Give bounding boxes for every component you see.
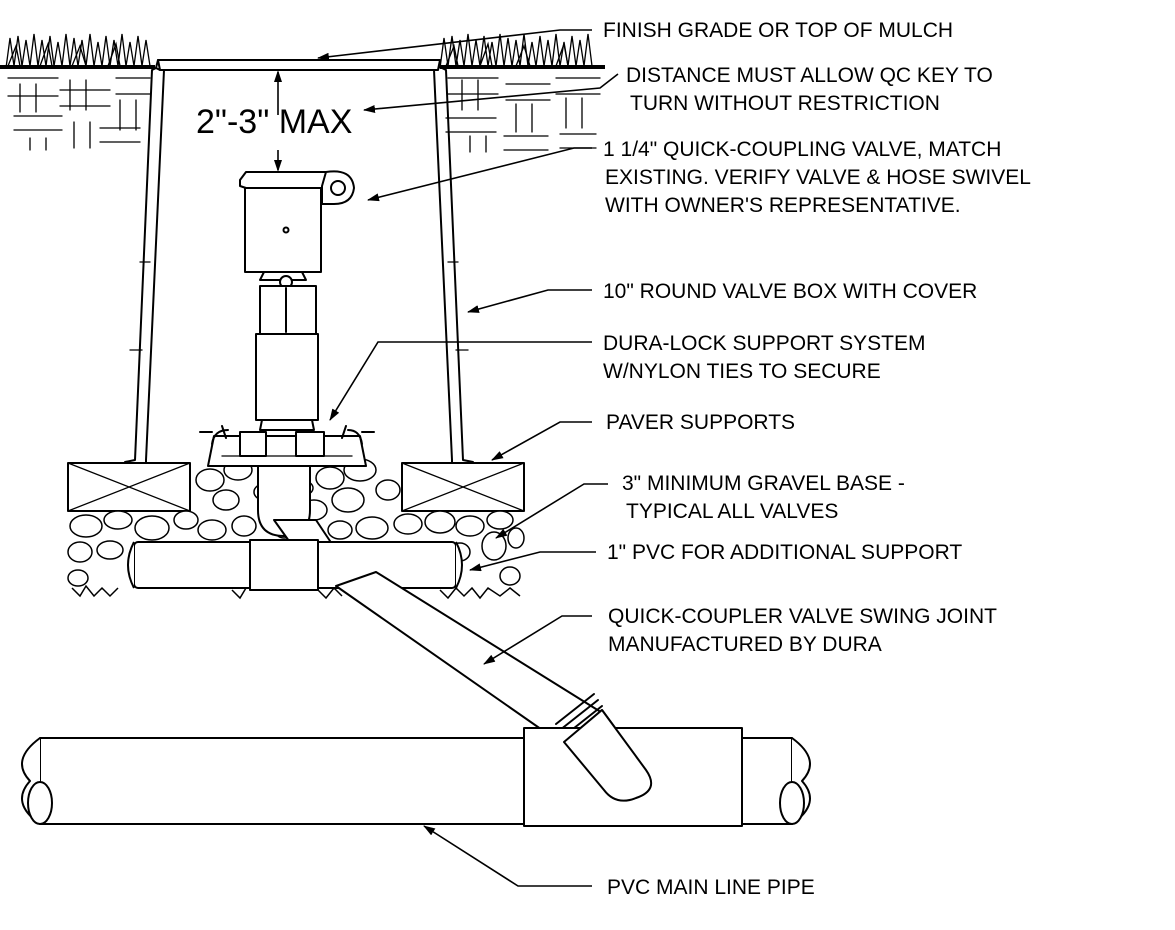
callout-qc-valve-line3: WITH OWNER'S REPRESENTATIVE. bbox=[605, 194, 961, 217]
main-line-pipe bbox=[21, 709, 811, 827]
soil-hatch-right bbox=[445, 77, 601, 153]
callout-distance: DISTANCE MUST ALLOW QC KEY TO TURN WITHO… bbox=[626, 64, 993, 115]
grass-right-icon bbox=[439, 33, 593, 69]
callout-swing-joint: QUICK-COUPLER VALVE SWING JOINT MANUFACT… bbox=[608, 605, 997, 656]
callout-distance-line1: DISTANCE MUST ALLOW QC KEY TO bbox=[626, 64, 993, 87]
quick-coupling-valve bbox=[239, 170, 355, 431]
callout-paver-line1: PAVER SUPPORTS bbox=[606, 411, 795, 434]
callout-gravel-line2: TYPICAL ALL VALVES bbox=[626, 500, 838, 523]
callout-dura-lock-line1: DURA-LOCK SUPPORT SYSTEM bbox=[603, 332, 925, 355]
callout-gravel-line1: 3" MINIMUM GRAVEL BASE - bbox=[622, 472, 905, 495]
callout-pvc-support: 1" PVC FOR ADDITIONAL SUPPORT bbox=[607, 541, 962, 564]
dimension-2-3-max: 2"-3" MAX bbox=[196, 70, 352, 172]
dura-lock-support bbox=[199, 425, 375, 467]
callout-qc-valve-line2: EXISTING. VERIFY VALVE & HOSE SWIVEL bbox=[605, 166, 1031, 189]
callout-qc-valve: 1 1/4" QUICK-COUPLING VALVE, MATCH EXIST… bbox=[603, 138, 1031, 217]
callout-dura-lock-line2: W/NYLON TIES TO SECURE bbox=[603, 360, 881, 383]
callout-distance-line2: TURN WITHOUT RESTRICTION bbox=[630, 92, 940, 115]
valve-box bbox=[124, 59, 474, 471]
callout-main-line: PVC MAIN LINE PIPE bbox=[607, 876, 815, 899]
callout-swing-joint-line2: MANUFACTURED BY DURA bbox=[608, 633, 882, 656]
leader-lines bbox=[317, 29, 619, 887]
callout-main-line-line1: PVC MAIN LINE PIPE bbox=[607, 876, 815, 899]
callout-valve-box: 10" ROUND VALVE BOX WITH COVER bbox=[603, 280, 977, 303]
dimension-label: 2"-3" MAX bbox=[196, 103, 352, 141]
callout-valve-box-line1: 10" ROUND VALVE BOX WITH COVER bbox=[603, 280, 977, 303]
grass-left-icon bbox=[5, 33, 151, 69]
pvc-support-pipe bbox=[127, 539, 463, 591]
paver-right bbox=[401, 462, 525, 512]
callout-finish-grade-line1: FINISH GRADE OR TOP OF MULCH bbox=[603, 19, 953, 42]
callout-dura-lock: DURA-LOCK SUPPORT SYSTEM W/NYLON TIES TO… bbox=[603, 332, 925, 383]
callout-paver: PAVER SUPPORTS bbox=[606, 411, 795, 434]
callout-swing-joint-line1: QUICK-COUPLER VALVE SWING JOINT bbox=[608, 605, 997, 628]
soil-hatch-left bbox=[7, 77, 151, 151]
callout-finish-grade: FINISH GRADE OR TOP OF MULCH bbox=[603, 19, 953, 42]
callout-pvc-support-line1: 1" PVC FOR ADDITIONAL SUPPORT bbox=[607, 541, 962, 564]
callout-qc-valve-line1: 1 1/4" QUICK-COUPLING VALVE, MATCH bbox=[603, 138, 1001, 161]
callout-gravel: 3" MINIMUM GRAVEL BASE - TYPICAL ALL VAL… bbox=[622, 472, 905, 523]
paver-left bbox=[67, 462, 191, 512]
